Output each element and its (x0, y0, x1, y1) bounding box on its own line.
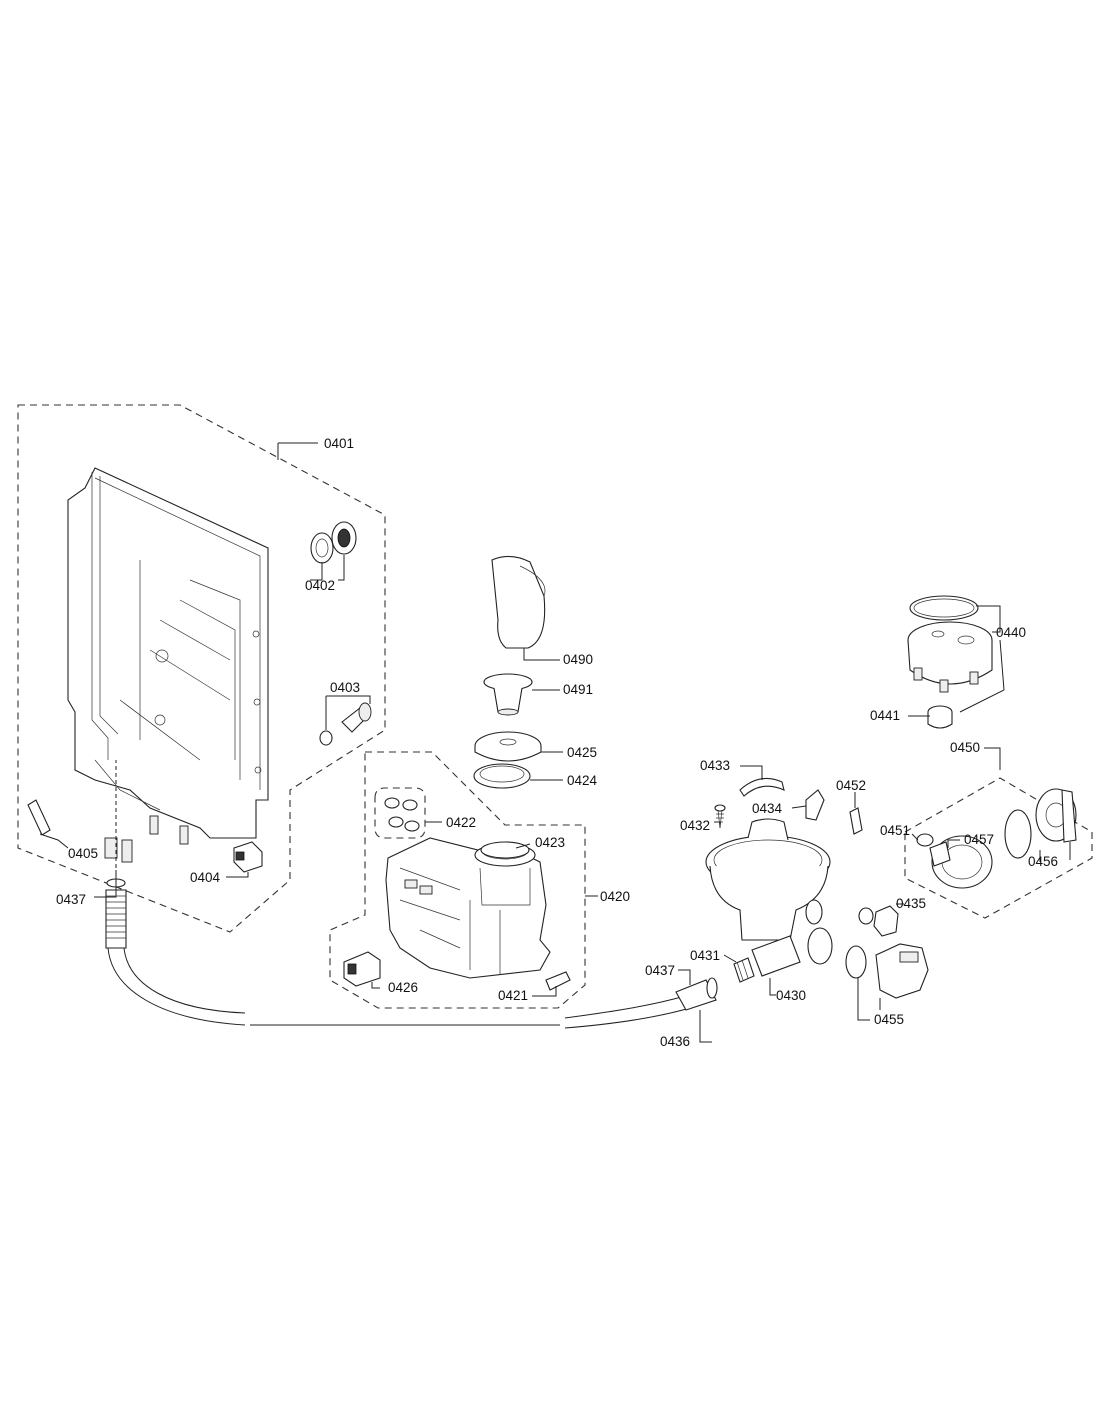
group-0450-outline (904, 777, 1093, 919)
pump-0457-part (929, 835, 993, 889)
leader-lines (39, 442, 1071, 1043)
label-0451: 0451 (880, 823, 910, 838)
strainer-0491-part (483, 673, 533, 716)
valve-0435-part (873, 905, 899, 937)
sensor-0426-part (343, 951, 381, 987)
clamp-0451-part (916, 833, 934, 847)
base-frame-part (67, 467, 269, 863)
clip-0405-part (27, 799, 51, 836)
label-0426: 0426 (388, 980, 418, 995)
label-0490: 0490 (563, 652, 593, 667)
label-0457: 0457 (964, 832, 994, 847)
label-0424: 0424 (567, 773, 598, 788)
label-0402: 0402 (305, 578, 335, 593)
label-0455: 0455 (874, 1012, 904, 1027)
sump-0430-part (705, 818, 833, 977)
label-0433: 0433 (700, 758, 730, 773)
seals-0422-part (384, 797, 420, 832)
label-0421: 0421 (498, 988, 528, 1003)
label-0425: 0425 (567, 745, 597, 760)
label-0430: 0430 (776, 988, 806, 1003)
clip-0433-part (739, 777, 785, 797)
label-0404: 0404 (190, 870, 221, 885)
ring-0455-part (845, 945, 867, 979)
label-0441: 0441 (870, 708, 900, 723)
label-0436: 0436 (660, 1034, 690, 1049)
group-0422-outline (374, 787, 426, 839)
ring-0456-part (1004, 809, 1032, 859)
ring-0435-part (858, 907, 874, 925)
valve-0403-part (319, 702, 372, 746)
label-0405: 0405 (68, 846, 98, 861)
bracket-0434-part (805, 789, 825, 821)
cover-0440-part (907, 595, 993, 693)
label-0452: 0452 (836, 778, 866, 793)
motor-part (1035, 788, 1077, 843)
fitting-0431-part (733, 957, 755, 983)
sensor-0404-part (233, 841, 263, 873)
part-0441 (927, 705, 953, 729)
cap-0425-part (474, 731, 542, 762)
label-0434: 0434 (752, 801, 783, 816)
label-0456: 0456 (1028, 854, 1058, 869)
label-0491: 0491 (563, 682, 593, 697)
seal-0423-part (480, 841, 530, 859)
label-0401: 0401 (324, 436, 354, 451)
label-0403: 0403 (330, 680, 360, 695)
drain-pump-0455-part (875, 943, 929, 999)
group-0420-outline (329, 751, 586, 1009)
clip-0452-part (849, 807, 863, 835)
ring-0424-part (473, 763, 531, 789)
label-0431: 0431 (690, 948, 720, 963)
clip-0421-part (545, 971, 571, 991)
label-0422: 0422 (446, 815, 476, 830)
label-0432: 0432 (680, 818, 710, 833)
label-0423: 0423 (535, 835, 565, 850)
drain-hose-part (105, 878, 718, 1029)
label-0450: 0450 (950, 740, 980, 755)
label-0437-left: 0437 (56, 892, 86, 907)
label-0440: 0440 (996, 625, 1026, 640)
label-0435: 0435 (896, 896, 926, 911)
group-0401-outline (17, 404, 386, 933)
label-0420: 0420 (600, 889, 630, 904)
label-0437-right: 0437 (645, 963, 675, 978)
funnel-0490-part (491, 555, 546, 649)
seal-rings-0402-part (310, 521, 357, 564)
water-softener-0420-part (385, 837, 551, 979)
